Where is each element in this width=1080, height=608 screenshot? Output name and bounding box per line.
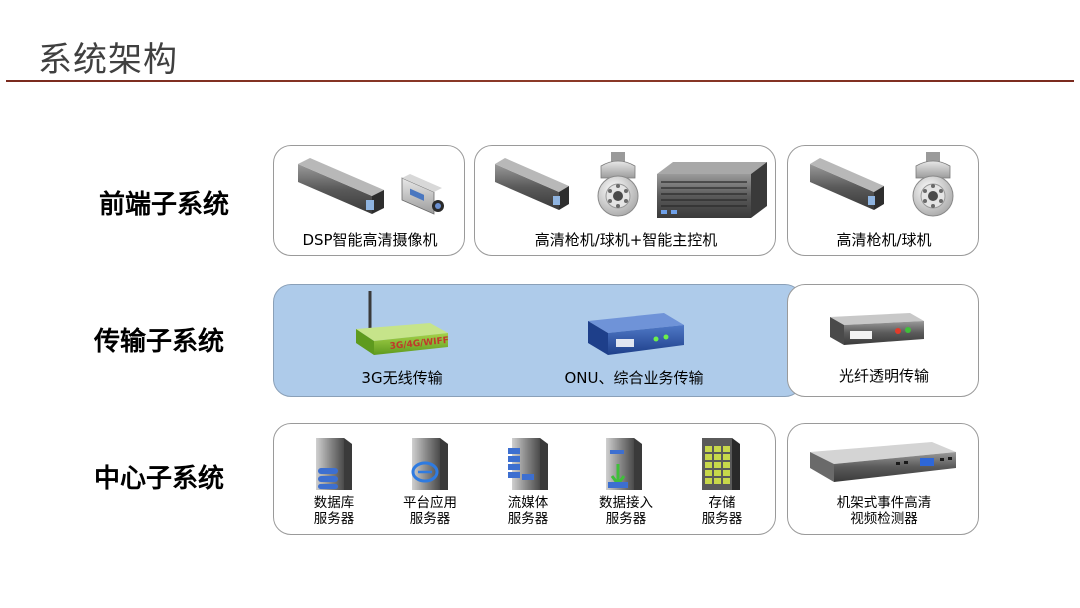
title-divider: [6, 80, 1074, 82]
media-server-icon: [508, 438, 548, 490]
front-caption-combo: 高清枪机/球机+智能主控机: [534, 231, 718, 249]
page-title: 系统架构: [38, 40, 178, 80]
center-box-detector: 机架式事件高清视频检测器: [787, 423, 979, 535]
server-caption-storage: 存储服务器: [701, 495, 743, 527]
controller-icon: [657, 162, 767, 218]
wireless-router-icon: 3G/4G/WIFF: [356, 291, 449, 355]
transport-box-blue: 3G/4G/WIFF 3G无线传输 ONU、综合业务传输: [273, 284, 803, 397]
transport-caption-3g: 3G无线传输: [361, 369, 443, 387]
dome-camera-icon: [912, 152, 954, 217]
front-caption-dsp: DSP智能高清摄像机: [302, 231, 438, 249]
transport-caption-onu: ONU、综合业务传输: [564, 369, 704, 387]
front-caption-hd: 高清枪机/球机: [836, 231, 932, 249]
detector-caption: 机架式事件高清视频检测器: [836, 495, 932, 527]
server-caption-media: 流媒体服务器: [507, 495, 549, 527]
storage-server-icon: [702, 438, 740, 490]
app-server-icon: [411, 438, 448, 490]
front-box-hd: 高清枪机/球机: [787, 145, 979, 256]
server-caption-app: 平台应用服务器: [403, 495, 457, 527]
database-server-icon: [316, 438, 352, 490]
fiber-transceiver-icon: [830, 313, 924, 345]
server-caption-access: 数据接入服务器: [599, 495, 653, 527]
rack-detector-icon: [810, 442, 956, 482]
row-label-transport: 传输子系统: [94, 327, 225, 357]
row-label-front: 前端子系统: [99, 190, 230, 220]
row-label-center: 中心子系统: [94, 464, 225, 494]
access-server-icon: [606, 438, 642, 490]
dome-camera-icon: [597, 152, 639, 217]
onu-device-icon: [588, 313, 684, 355]
front-box-dsp: DSP智能高清摄像机: [273, 145, 465, 256]
box-camera-icon: [298, 158, 444, 215]
front-box-combo: 高清枪机/球机+智能主控机: [474, 145, 776, 256]
bullet-camera-icon: [810, 158, 884, 210]
transport-caption-fiber: 光纤透明传输: [838, 367, 930, 385]
bullet-camera-icon: [495, 158, 569, 210]
center-box-servers: 数据库服务器 平台应用服务器 流媒体服务器 数据接入服务器: [273, 423, 776, 535]
server-caption-database: 数据库服务器: [313, 495, 355, 527]
transport-box-fiber: 光纤透明传输: [787, 284, 979, 397]
